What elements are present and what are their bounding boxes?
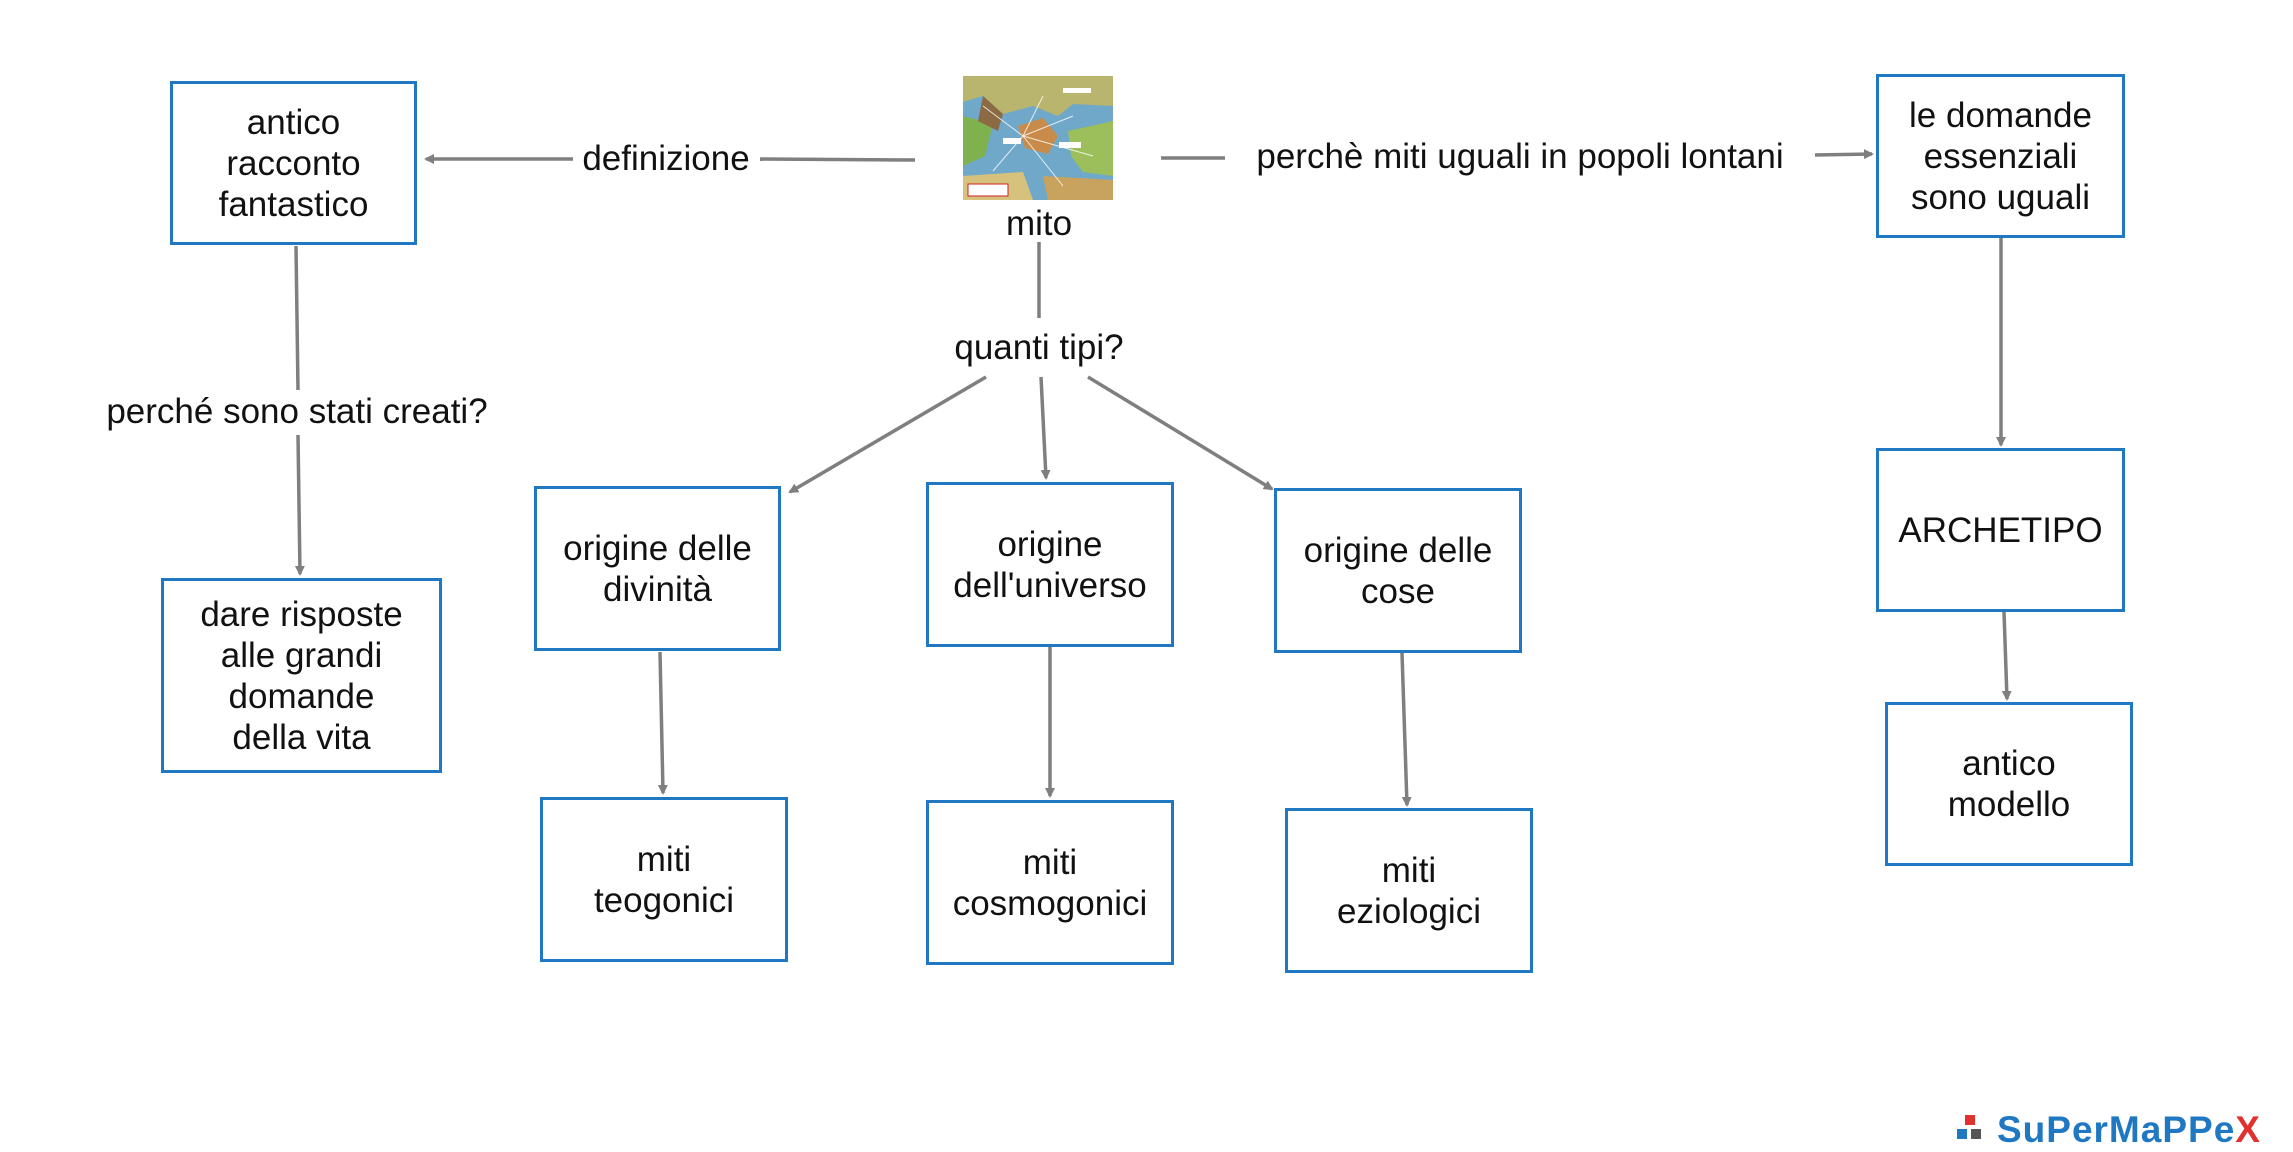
- concept-node-miti-cosmogonici: miti cosmogonici: [926, 800, 1174, 965]
- link-label-perche-creati: perché sono stati creati?: [102, 392, 492, 432]
- logo-squares-icon: [1957, 1115, 1981, 1139]
- brand-name-main: SuPerMaPPe: [1997, 1109, 2236, 1150]
- root-label-mito: mito: [1005, 204, 1073, 243]
- arrow-perche-dare-risposte: [294, 434, 305, 576]
- concept-node-dare-risposte: dare risposte alle grandi domande della …: [161, 578, 442, 773]
- concept-node-antico-racconto: antico racconto fantastico: [170, 81, 417, 245]
- arrow-quanti-tipi-universo: [1039, 376, 1051, 480]
- link-label-quanti-tipi: quanti tipi?: [950, 328, 1128, 368]
- concept-node-antico-modello: antico modello: [1885, 702, 2133, 866]
- concept-node-origine-universo: origine dell'universo: [926, 482, 1174, 647]
- connector-mito-definizione: [759, 157, 916, 162]
- brand-name: SuPerMaPPeX: [1997, 1109, 2261, 1151]
- concept-node-miti-eziologici: miti eziologici: [1285, 808, 1533, 973]
- brand-name-accent: X: [2235, 1109, 2261, 1150]
- map-thumbnail-icon: [963, 76, 1113, 200]
- arrow-cose-eziologici: [1400, 652, 1412, 807]
- concept-node-archetipo: ARCHETIPO: [1876, 448, 2125, 612]
- concept-node-origine-cose: origine delle cose: [1274, 488, 1522, 653]
- link-label-perche-miti-uguali: perchè miti uguali in popoli lontani: [1252, 137, 1788, 177]
- arrow-archetipo-modello: [2001, 611, 2012, 701]
- concept-node-miti-teogonici: miti teogonici: [540, 797, 788, 962]
- supermappex-logo: SuPerMaPPeX: [1955, 1108, 2261, 1152]
- link-label-definizione: definizione: [578, 139, 754, 179]
- concept-node-domande-essenziali: le domande essenziali sono uguali: [1876, 74, 2125, 238]
- concept-node-origine-divinita: origine delle divinità: [534, 486, 781, 651]
- arrow-perche-uguali-domande: [1814, 149, 1874, 160]
- arrow-divinita-teogonici: [657, 651, 668, 795]
- arrow-quanti-tipi-cose: [1087, 375, 1274, 491]
- arrow-quanti-tipi-divinita: [788, 375, 987, 494]
- connector-antico-racconto-perche: [294, 245, 300, 391]
